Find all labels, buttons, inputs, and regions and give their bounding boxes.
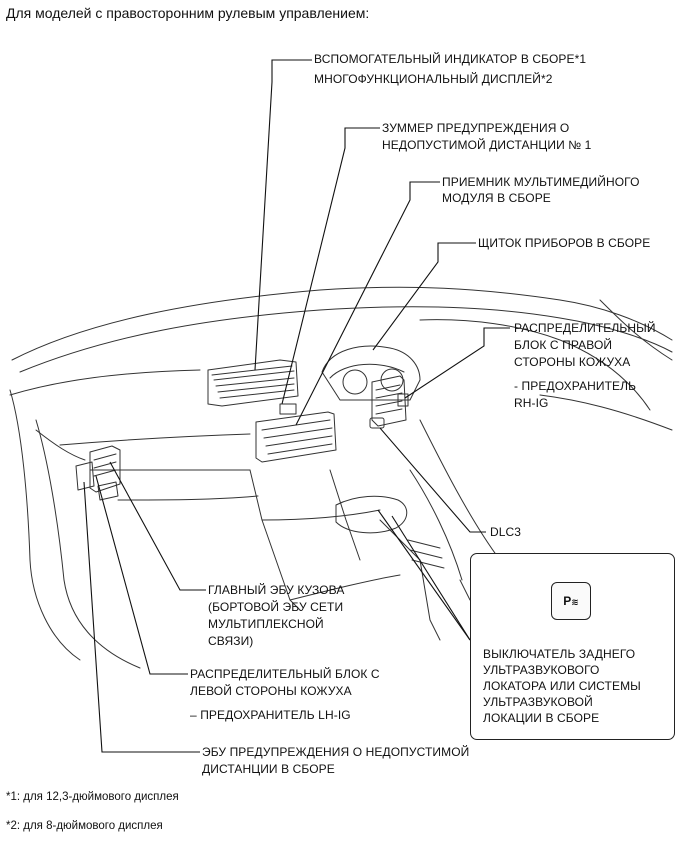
label-rh-block-line1: РАСПРЕДЕЛИТЕЛЬНЫЙ <box>514 321 656 335</box>
label-rh-fuse-line2: RH-IG <box>514 396 549 410</box>
label-buzzer-line2: НЕДОПУСТИМОЙ ДИСТАНЦИИ № 1 <box>382 138 592 152</box>
label-switch-line5: ЛОКАЦИИ В СБОРЕ <box>483 711 600 725</box>
label-main-ecu-line2: (БОРТОВОЙ ЭБУ СЕТИ <box>208 600 344 614</box>
label-dlc3: DLC3 <box>490 525 522 539</box>
label-ecu-warning-line1: ЭБУ ПРЕДУПРЕЖДЕНИЯ О НЕДОПУСТИМОЙ <box>202 745 470 759</box>
label-lh-block-line2: ЛЕВОЙ СТОРОНЫ КОЖУХА <box>190 684 352 698</box>
label-switch-line4: УЛЬТРАЗВУКОВОЙ <box>483 695 593 709</box>
label-multi-display: МНОГОФУНКЦИОНАЛЬНЫЙ ДИСПЛЕЙ*2 <box>314 72 553 86</box>
label-switch-line1: ВЫКЛЮЧАТЕЛЬ ЗАДНЕГО <box>483 647 636 661</box>
parking-sensor-switch-icon: P≋ <box>551 582 591 620</box>
label-switch-line3: ЛОКАТОРА ИЛИ СИСТЕМЫ <box>483 679 641 693</box>
footnote-2: *2: для 8-дюймового дисплея <box>6 820 163 832</box>
switch-icon-text: P <box>563 594 572 608</box>
label-switch-line2: УЛЬТРАЗВУКОВОГО <box>483 663 600 677</box>
label-main-ecu-line3: МУЛЬТИПЛЕКСНОЙ <box>208 617 324 631</box>
label-lh-fuse: – ПРЕДОХРАНИТЕЛЬ LH-IG <box>190 708 351 722</box>
label-aux-indicator: ВСПОМОГАТЕЛЬНЫЙ ИНДИКАТОР В СБОРЕ*1 <box>314 52 587 66</box>
label-main-ecu-line1: ГЛАВНЫЙ ЭБУ КУЗОВА <box>208 583 345 597</box>
label-rh-fuse-line1: - ПРЕДОХРАНИТЕЛЬ <box>514 379 637 393</box>
label-rh-block-line3: СТОРОНЫ КОЖУХА <box>514 355 631 369</box>
label-rh-block-line2: БЛОК С ПРАВОЙ <box>514 338 613 352</box>
label-cluster: ЩИТОК ПРИБОРОВ В СБОРЕ <box>478 236 651 250</box>
footnote-1: *1: для 12,3-дюймового дисплея <box>6 791 179 803</box>
label-receiver-line1: ПРИЕМНИК МУЛЬТИМЕДИЙНОГО <box>442 175 640 189</box>
diagram-heading: Для моделей с правосторонним рулевым упр… <box>6 5 370 21</box>
label-main-ecu-line4: СВЯЗИ) <box>208 634 254 648</box>
label-lh-block-line1: РАСПРЕДЕЛИТЕЛЬНЫЙ БЛОК С <box>190 667 380 681</box>
label-receiver-line2: МОДУЛЯ В СБОРЕ <box>442 191 551 205</box>
sensor-waves-icon: ≋ <box>571 597 579 607</box>
label-buzzer-line1: ЗУММЕР ПРЕДУПРЕЖДЕНИЯ О <box>382 121 570 135</box>
label-ecu-warning-line2: ДИСТАНЦИИ В СБОРЕ <box>202 762 335 776</box>
